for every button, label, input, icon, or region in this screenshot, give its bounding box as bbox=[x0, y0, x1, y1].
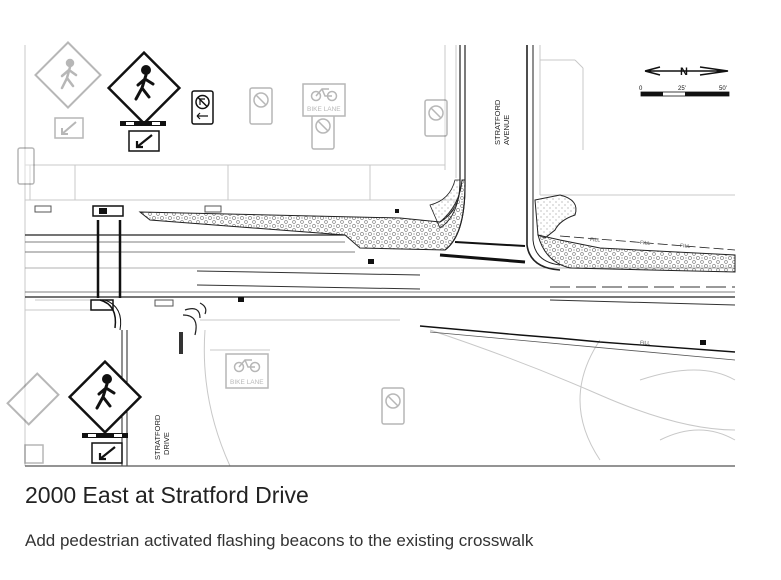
beacon-posts bbox=[238, 209, 706, 345]
faded-ped-sign-sw bbox=[6, 372, 60, 464]
fill-label-2: FILL bbox=[640, 240, 651, 247]
scale-tick-50: 50' bbox=[719, 86, 727, 92]
caption-description: Add pedestrian activated flashing beacon… bbox=[25, 531, 534, 550]
faded-ped-sign-nw bbox=[34, 41, 102, 139]
faded-no-turn-sign-4 bbox=[381, 387, 405, 425]
faded-bike-lane-sign-south: BIKE LANE bbox=[225, 353, 269, 389]
faded-regulatory-signs: BIKE LANE BIKE LANE bbox=[17, 83, 448, 425]
pedestrian-crossing-sign-icon bbox=[60, 58, 78, 90]
fill-label-3: FILL bbox=[680, 243, 691, 250]
pedestrian-crossing-sign-icon bbox=[95, 374, 116, 410]
faded-no-turn-sign-2 bbox=[424, 99, 448, 137]
pedestrian-crossing-sign-icon bbox=[134, 65, 155, 101]
existing-crosswalk bbox=[34, 205, 222, 331]
intersection-plan-drawing: FILL FILL FILL FILL N bbox=[6, 41, 736, 467]
stratford-avenue-label-2: AVENUE bbox=[502, 115, 511, 145]
background-linework bbox=[24, 45, 736, 467]
caption-title: 2000 East at Stratford Drive bbox=[25, 482, 309, 508]
scale-tick-0: 0 bbox=[639, 86, 643, 92]
stratford-drive-label-1: STRATFORD bbox=[153, 414, 162, 460]
faded-no-turn-sign-1 bbox=[249, 87, 273, 125]
faded-no-turn-sign-5 bbox=[17, 147, 35, 185]
bike-lane-label-south: BIKE LANE bbox=[230, 379, 264, 386]
scale-tick-25: 25' bbox=[678, 86, 686, 92]
no-turn-sign bbox=[191, 90, 214, 125]
street-labels: STRATFORD AVENUE STRATFORD DRIVE bbox=[153, 99, 511, 460]
stratford-drive-label-2: DRIVE bbox=[162, 432, 171, 455]
diagonal-arrow-plaque-icon bbox=[135, 134, 153, 149]
north-arrow-scale: N 0 25' 50' bbox=[639, 66, 730, 97]
roadway-2000-east bbox=[25, 234, 736, 361]
no-turn-sign-icon bbox=[195, 94, 210, 120]
diagonal-arrow-plaque-icon bbox=[61, 121, 77, 135]
bike-lane-sign-icon bbox=[310, 88, 338, 102]
bike-lane-sign-icon bbox=[233, 359, 261, 373]
proposed-ped-sign-south bbox=[67, 359, 143, 464]
faded-no-turn-sign-3 bbox=[311, 112, 335, 150]
proposed-ped-sign-north bbox=[106, 50, 182, 152]
diagonal-arrow-plaque-icon bbox=[98, 446, 116, 461]
landscape-medians: FILL FILL FILL FILL bbox=[138, 179, 736, 347]
north-arrow-icon bbox=[644, 66, 729, 76]
north-letter: N bbox=[680, 66, 688, 78]
bike-lane-label-north: BIKE LANE bbox=[307, 106, 341, 113]
stratford-avenue-label-1: STRATFORD bbox=[493, 99, 502, 145]
fill-label-1: FILL bbox=[590, 237, 601, 244]
faded-bike-lane-sign-north: BIKE LANE bbox=[302, 83, 346, 117]
fill-label-4: FILL bbox=[640, 340, 651, 347]
